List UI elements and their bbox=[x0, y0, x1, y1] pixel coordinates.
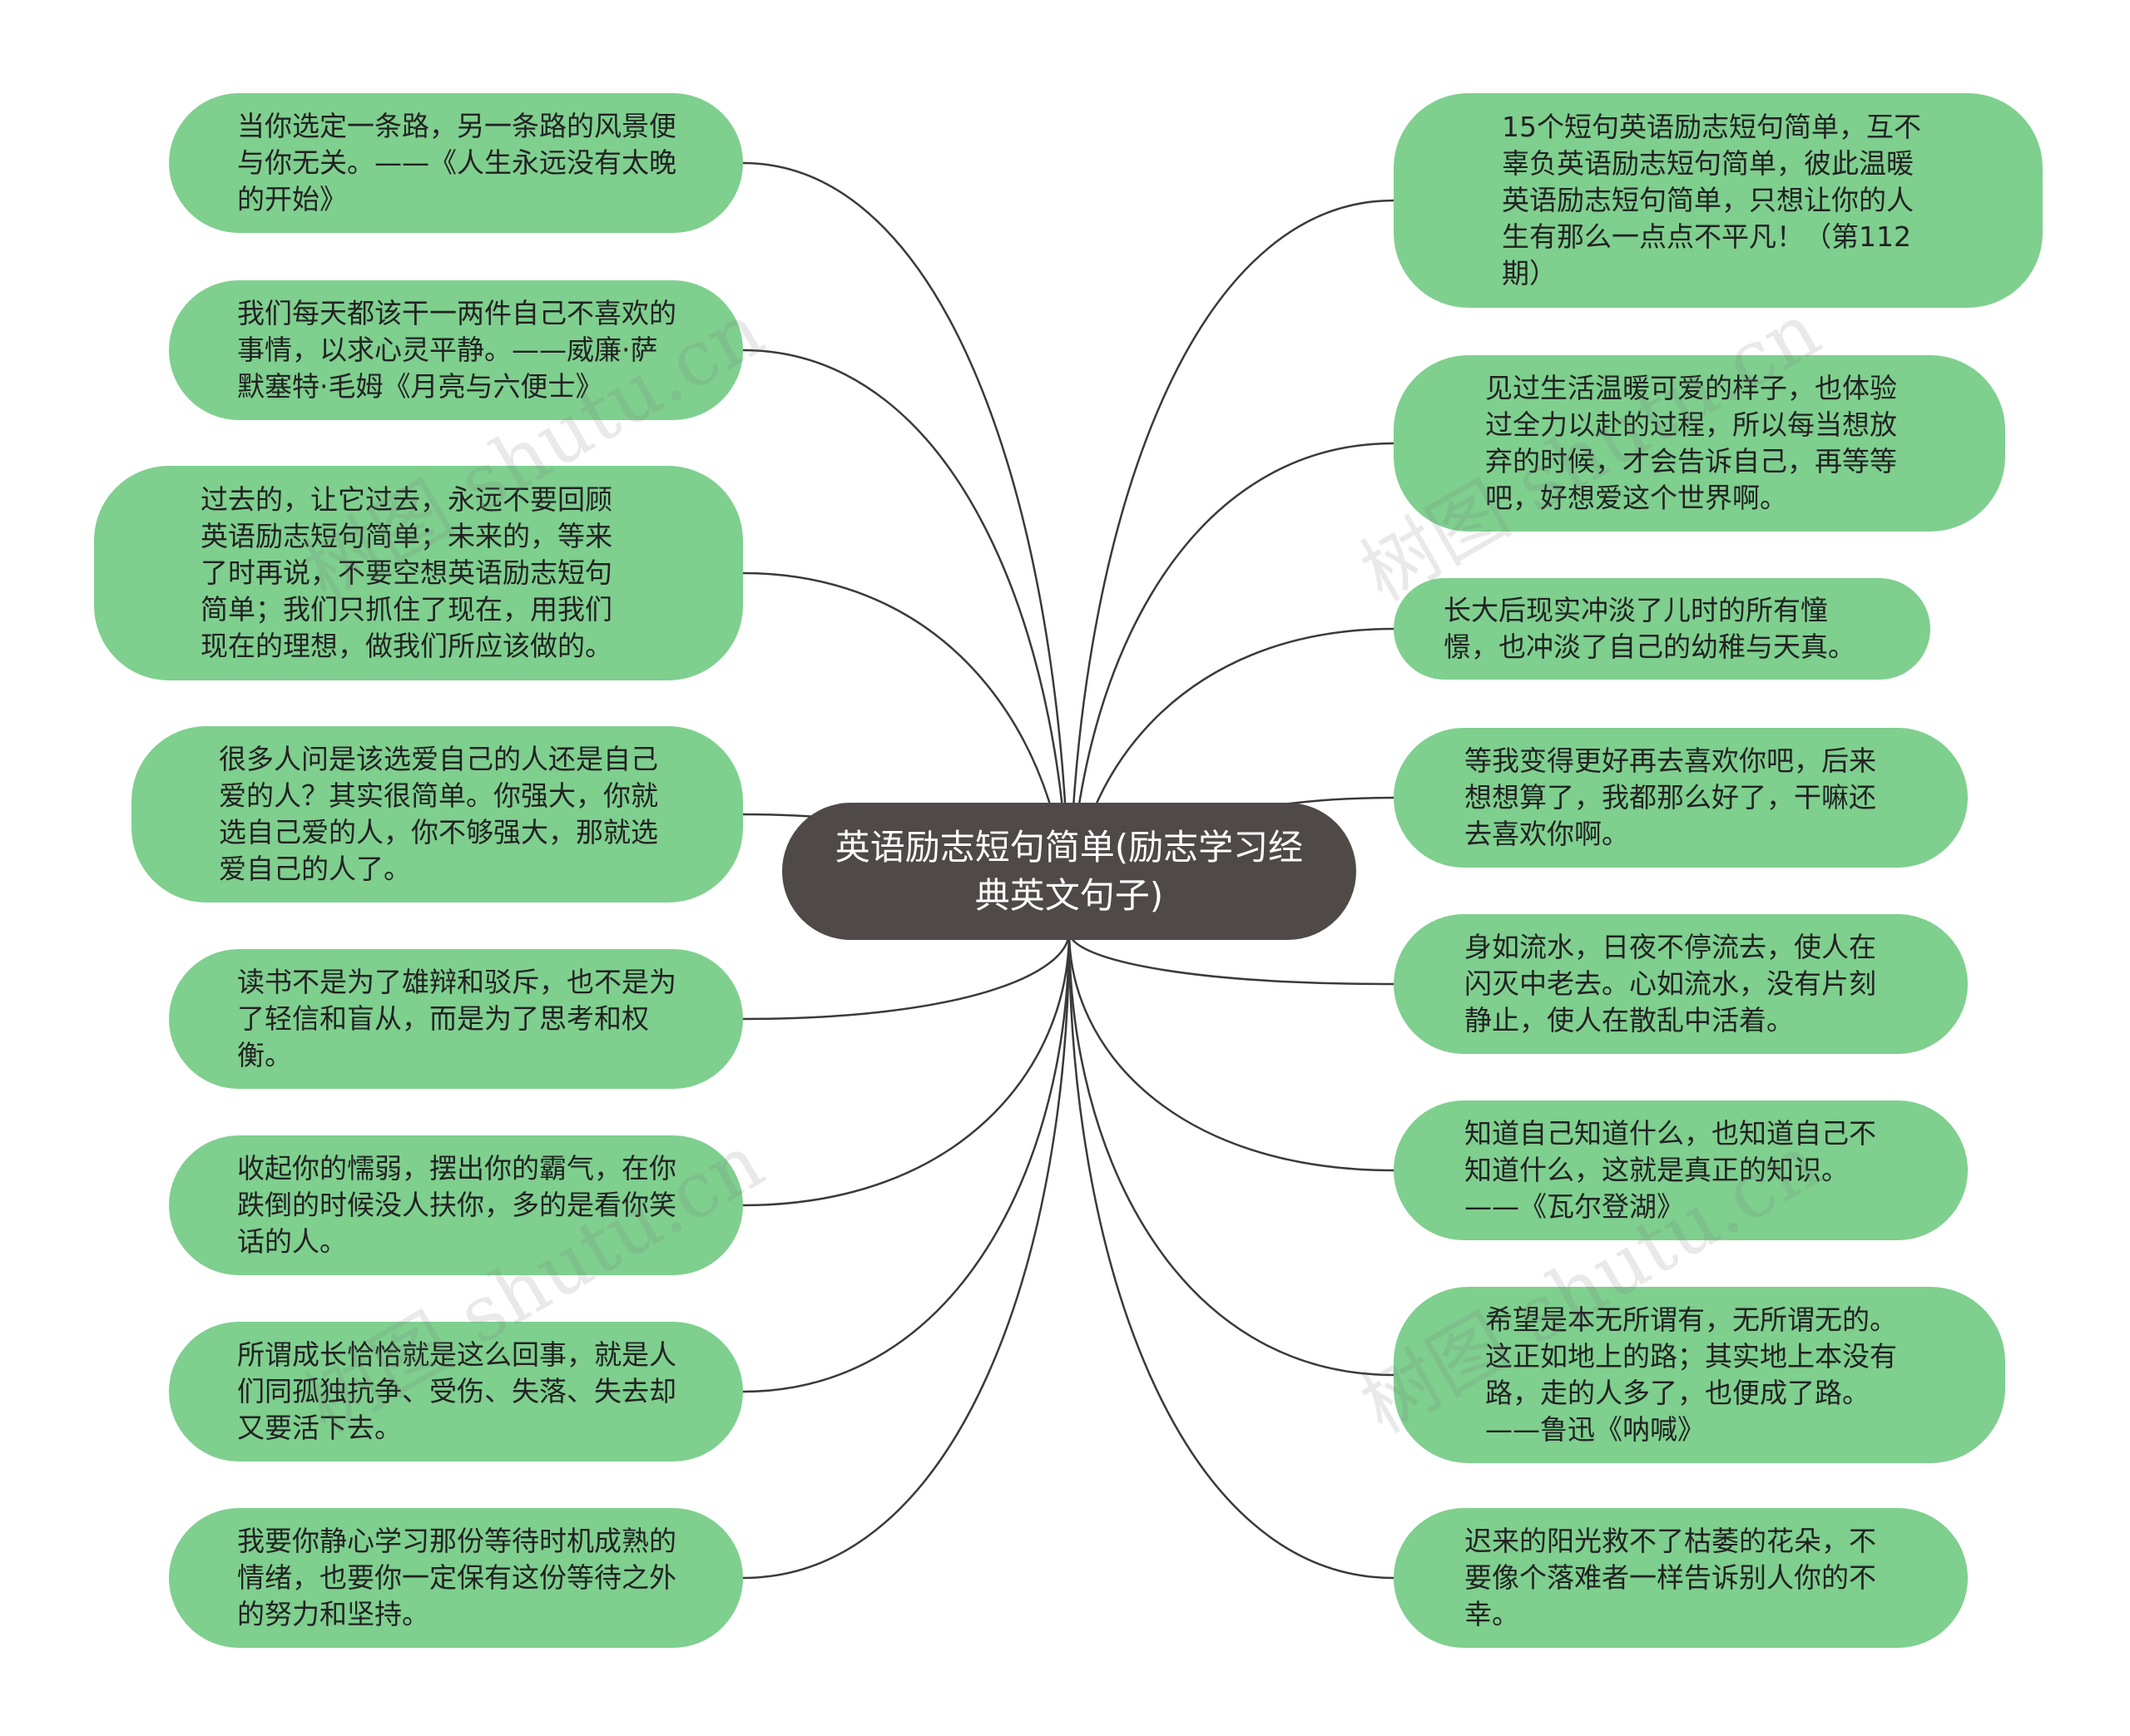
left-node-2-text: 我们每天都该干一两件自己不喜欢的事情，以求心灵平静。——威廉·萨默塞特·毛姆《月… bbox=[237, 297, 676, 403]
left-connector-6 bbox=[742, 931, 1071, 1207]
right-connector-7 bbox=[1067, 931, 1394, 1377]
central-topic-label: 英语励志短句简单(励志学习经典英文句子) bbox=[835, 826, 1304, 916]
right-node-1-text: 15个短句英语励志短句简单，互不辜负英语励志短句简单，彼此温暖英语励志短句简单，… bbox=[1502, 111, 1921, 289]
right-node-1[interactable]: 15个短句英语励志短句简单，互不辜负英语励志短句简单，彼此温暖英语励志短句简单，… bbox=[1394, 93, 2043, 308]
right-node-5-text: 身如流水，日夜不停流去，使人在闪灭中老去。心如流水，没有片刻静止，使人在散乱中活… bbox=[1464, 931, 1876, 1036]
left-node-8-text: 我要你静心学习那份等待时机成熟的情绪，也要你一定保有这份等待之外的努力和坚持。 bbox=[237, 1525, 676, 1630]
right-node-2-text: 见过生活温暖可爱的样子，也体验过全力以赴的过程，所以每当想放弃的时候，才会告诉自… bbox=[1485, 372, 1897, 514]
right-node-6-text: 知道自己知道什么，也知道自己不知道什么，这就是真正的知识。——《瓦尔登湖》 bbox=[1464, 1117, 1876, 1223]
left-node-3-text: 过去的，让它过去，永远不要回顾英语励志短句简单；未来的，等来了时再说，不要空想英… bbox=[201, 483, 612, 662]
right-connector-8 bbox=[1067, 931, 1394, 1580]
left-connector-5 bbox=[742, 931, 1071, 1021]
left-node-5[interactable]: 读书不是为了雄辩和驳斥，也不是为了轻信和盲从，而是为了思考和权衡。 bbox=[169, 949, 743, 1089]
right-connector-6 bbox=[1067, 931, 1394, 1172]
left-node-7-text: 所谓成长恰恰就是这么回事，就是人们同孤独抗争、受伤、失落、失去却又要活下去。 bbox=[237, 1338, 676, 1444]
left-node-1[interactable]: 当你选定一条路，另一条路的风景便与你无关。——《人生永远没有太晚的开始》 bbox=[169, 93, 743, 233]
right-node-8-text: 迟来的阳光救不了枯萎的花朵，不要像个落难者一样告诉别人你的不幸。 bbox=[1464, 1525, 1876, 1630]
left-connector-7 bbox=[742, 931, 1071, 1393]
right-node-4[interactable]: 等我变得更好再去喜欢你吧，后来想想算了，我都那么好了，干嘛还去喜欢你啊。 bbox=[1394, 728, 1968, 868]
left-node-7[interactable]: 所谓成长恰恰就是这么回事，就是人们同孤独抗争、受伤、失落、失去却又要活下去。 bbox=[169, 1322, 743, 1462]
central-topic[interactable]: 英语励志短句简单(励志学习经典英文句子) bbox=[782, 803, 1356, 940]
left-node-4-text: 很多人问是该选爱自己的人还是自己爱的人？其实很简单。你强大，你就选自己爱的人，你… bbox=[219, 743, 658, 885]
left-node-6-text: 收起你的懦弱，摆出你的霸气，在你跌倒的时候没人扶你，多的是看你笑话的人。 bbox=[237, 1152, 676, 1258]
left-node-6[interactable]: 收起你的懦弱，摆出你的霸气，在你跌倒的时候没人扶你，多的是看你笑话的人。 bbox=[169, 1135, 743, 1275]
left-node-4[interactable]: 很多人问是该选爱自己的人还是自己爱的人？其实很简单。你强大，你就选自己爱的人，你… bbox=[131, 726, 743, 903]
left-node-2[interactable]: 我们每天都该干一两件自己不喜欢的事情，以求心灵平静。——威廉·萨默塞特·毛姆《月… bbox=[169, 280, 743, 420]
right-node-3-text: 长大后现实冲淡了儿时的所有憧憬，也冲淡了自己的幼稚与天真。 bbox=[1444, 594, 1855, 663]
right-node-4-text: 等我变得更好再去喜欢你吧，后来想想算了，我都那么好了，干嘛还去喜欢你啊。 bbox=[1464, 744, 1876, 850]
right-node-5[interactable]: 身如流水，日夜不停流去，使人在闪灭中老去。心如流水，没有片刻静止，使人在散乱中活… bbox=[1394, 914, 1968, 1054]
right-node-8[interactable]: 迟来的阳光救不了枯萎的花朵，不要像个落难者一样告诉别人你的不幸。 bbox=[1394, 1508, 1968, 1648]
right-node-3[interactable]: 长大后现实冲淡了儿时的所有憧憬，也冲淡了自己的幼稚与天真。 bbox=[1394, 578, 1930, 680]
right-node-2[interactable]: 见过生活温暖可爱的样子，也体验过全力以赴的过程，所以每当想放弃的时候，才会告诉自… bbox=[1394, 355, 2005, 532]
left-node-5-text: 读书不是为了雄辩和驳斥，也不是为了轻信和盲从，而是为了思考和权衡。 bbox=[237, 966, 676, 1071]
right-node-7-text: 希望是本无所谓有，无所谓无的。这正如地上的路；其实地上本没有路，走的人多了，也便… bbox=[1485, 1303, 1897, 1446]
right-node-7[interactable]: 希望是本无所谓有，无所谓无的。这正如地上的路；其实地上本没有路，走的人多了，也便… bbox=[1394, 1287, 2005, 1463]
left-node-8[interactable]: 我要你静心学习那份等待时机成熟的情绪，也要你一定保有这份等待之外的努力和坚持。 bbox=[169, 1508, 743, 1648]
right-node-6[interactable]: 知道自己知道什么，也知道自己不知道什么，这就是真正的知识。——《瓦尔登湖》 bbox=[1394, 1100, 1968, 1240]
left-connector-8 bbox=[742, 931, 1071, 1580]
left-node-1-text: 当你选定一条路，另一条路的风景便与你无关。——《人生永远没有太晚的开始》 bbox=[237, 110, 676, 215]
left-node-3[interactable]: 过去的，让它过去，永远不要回顾英语励志短句简单；未来的，等来了时再说，不要空想英… bbox=[94, 466, 743, 680]
